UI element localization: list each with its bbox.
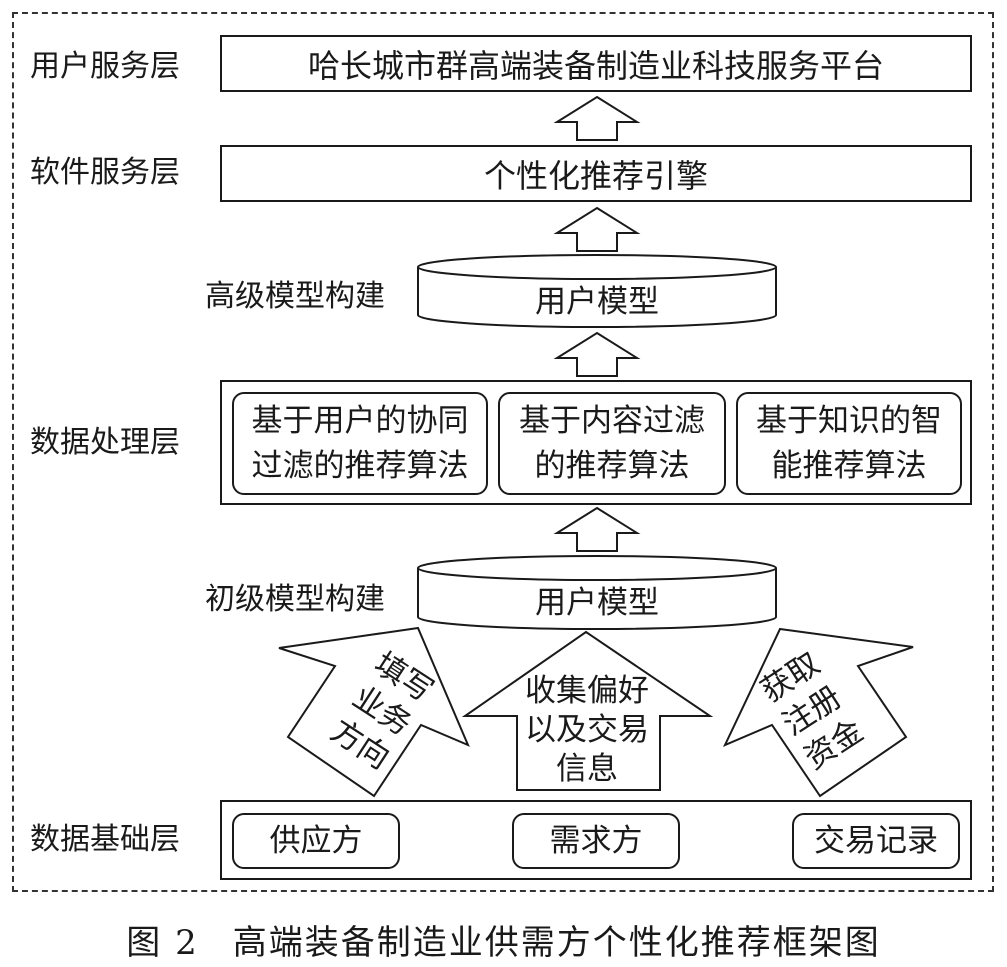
middle-input-line1: 收集偏好	[525, 673, 649, 709]
foundation-item-demander: 需求方	[512, 813, 680, 869]
up-arrow-3	[553, 331, 641, 377]
layer-label-primary-model: 初级模型构建	[205, 582, 385, 617]
layer-label-software-service: 软件服务层	[30, 155, 180, 190]
foundation-item-supplier-text: 供应方	[269, 822, 363, 859]
algorithm-1-line2: 过滤的推荐算法	[251, 447, 469, 484]
algorithm-2-line1: 基于内容过滤	[519, 402, 705, 439]
figure-title: 高端装备制造业供需方个性化推荐框架图	[232, 923, 881, 963]
layer-label-user-service: 用户服务层	[30, 49, 180, 84]
algorithm-3-line2: 能推荐算法	[771, 447, 927, 484]
user-model-cylinder-upper	[417, 254, 777, 328]
input-arrow-right-text: 获取 注册 资金	[755, 646, 870, 777]
layer-label-data-foundation: 数据基础层	[30, 822, 180, 857]
input-arrow-left	[278, 626, 470, 798]
recommendation-engine-text: 个性化推荐引擎	[483, 156, 708, 195]
layer-label-data-processing: 数据处理层	[30, 425, 180, 460]
algorithm-2-line2: 的推荐算法	[534, 447, 690, 484]
figure-number: 图 2	[126, 923, 199, 963]
up-arrow-1	[553, 95, 641, 141]
foundation-item-supplier: 供应方	[232, 813, 400, 869]
algorithm-box-content: 基于内容过滤 的推荐算法	[498, 392, 726, 495]
dashed-frame	[12, 12, 994, 892]
foundation-item-transactions: 交易记录	[792, 813, 960, 869]
input-arrow-middle	[461, 630, 714, 791]
up-arrow-2	[553, 206, 641, 252]
upper-cylinder-label: 用户模型	[535, 284, 659, 320]
foundation-item-demander-text: 需求方	[549, 822, 643, 859]
algorithm-box-user-cf: 基于用户的协同 过滤的推荐算法	[232, 392, 488, 495]
foundation-item-transactions-text: 交易记录	[814, 822, 938, 859]
up-arrow-4	[553, 506, 641, 552]
middle-input-line3: 信息	[556, 751, 618, 787]
algorithm-3-line1: 基于知识的智	[756, 402, 942, 439]
user-model-cylinder-lower	[417, 555, 777, 630]
middle-input-line2: 以及交易	[525, 712, 649, 748]
lower-cylinder-label: 用户模型	[535, 585, 659, 621]
algorithm-box-knowledge: 基于知识的智 能推荐算法	[736, 392, 962, 495]
platform-box: 哈长城市群高端装备制造业科技服务平台	[220, 35, 972, 92]
platform-box-text: 哈长城市群高端装备制造业科技服务平台	[307, 46, 884, 85]
figure-caption: 图 2 高端装备制造业供需方个性化推荐框架图	[0, 915, 1007, 964]
algorithm-1-line1: 基于用户的协同	[251, 402, 469, 439]
recommendation-engine-box: 个性化推荐引擎	[220, 145, 972, 202]
input-arrow-right	[722, 627, 914, 798]
layer-label-advanced-model: 高级模型构建	[205, 279, 385, 314]
